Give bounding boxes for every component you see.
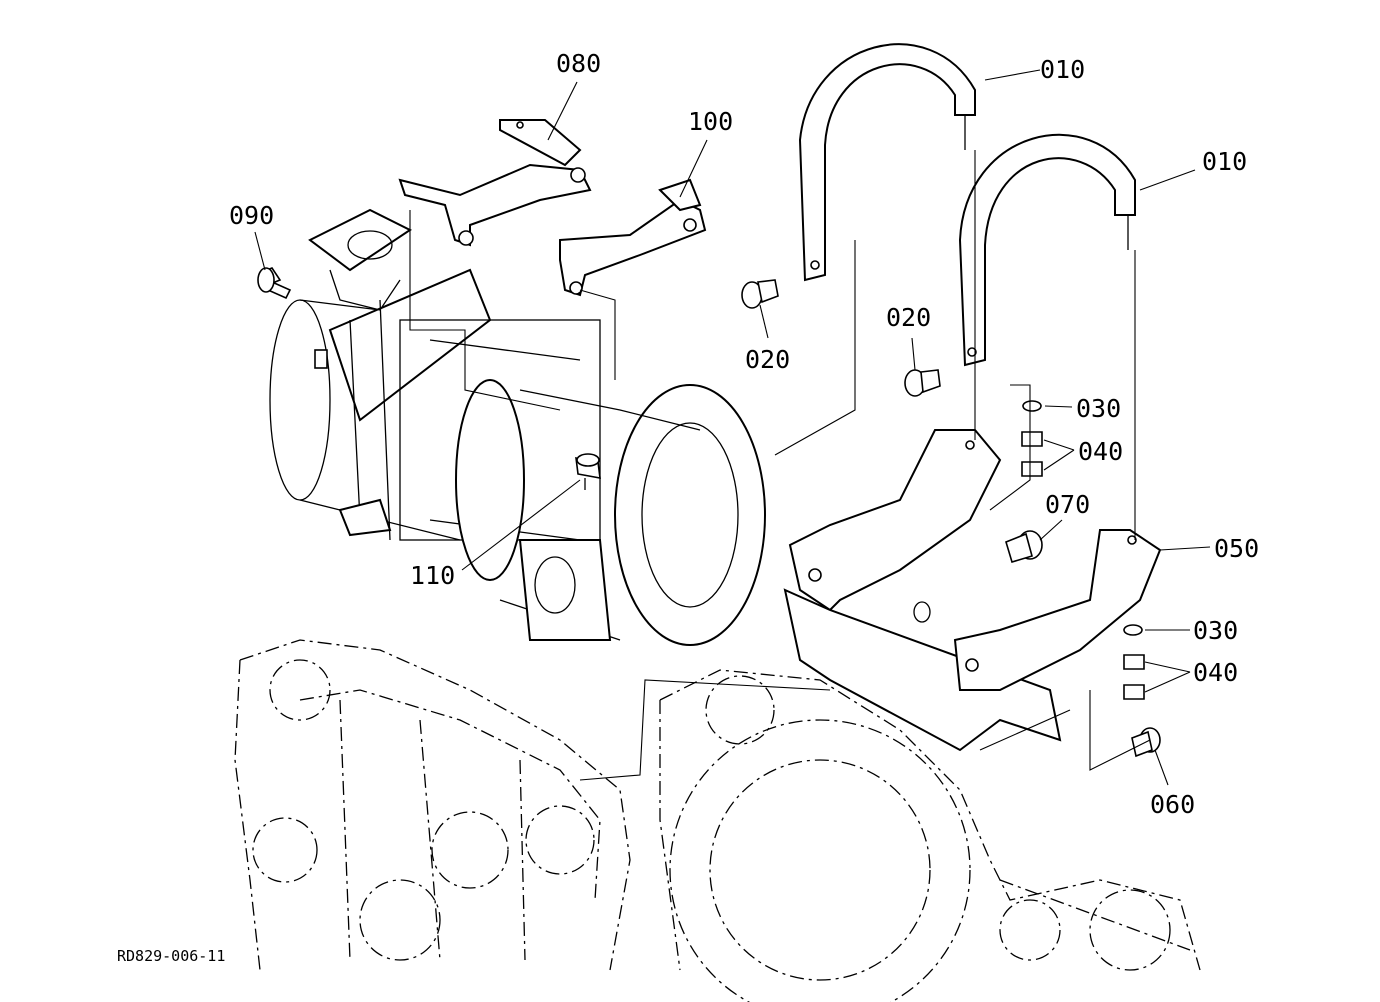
nut-040-b xyxy=(1123,654,1145,700)
bolt-090 xyxy=(257,267,292,300)
washer-030-a xyxy=(1022,400,1042,412)
bolt-020-a xyxy=(741,279,779,309)
label-040-b: 040 xyxy=(1193,658,1238,687)
support-050 xyxy=(783,429,1162,752)
label-020-b: 020 xyxy=(886,303,931,332)
label-040-a: 040 xyxy=(1078,437,1123,466)
bracket-100 xyxy=(559,178,707,297)
leader-lines xyxy=(254,69,1211,786)
label-010-b: 010 xyxy=(1202,147,1247,176)
assembly-lines xyxy=(409,150,1151,781)
label-030-b: 030 xyxy=(1193,616,1238,645)
label-080: 080 xyxy=(556,49,601,78)
starter-motor xyxy=(269,208,766,646)
label-020-a: 020 xyxy=(745,345,790,374)
label-060: 060 xyxy=(1150,790,1195,819)
washer-030-b xyxy=(1123,624,1143,636)
nut-040-a xyxy=(1021,431,1043,477)
label-050: 050 xyxy=(1214,534,1259,563)
gear-case-housing xyxy=(234,639,631,971)
bolt-070 xyxy=(1005,530,1043,563)
label-100: 100 xyxy=(688,107,733,136)
label-110: 110 xyxy=(410,561,455,590)
bolt-020-b xyxy=(904,369,941,397)
flywheel-housing xyxy=(659,669,1201,1002)
diagram-code: RD829-006-11 xyxy=(117,947,225,965)
label-070: 070 xyxy=(1045,490,1090,519)
strap-010-b xyxy=(958,133,1136,367)
strap-010-a xyxy=(798,43,976,282)
bracket-080 xyxy=(398,119,592,247)
label-090: 090 xyxy=(229,201,274,230)
bolt-110 xyxy=(575,453,601,490)
label-010-a: 010 xyxy=(1040,55,1085,84)
label-030-a: 030 xyxy=(1076,394,1121,423)
